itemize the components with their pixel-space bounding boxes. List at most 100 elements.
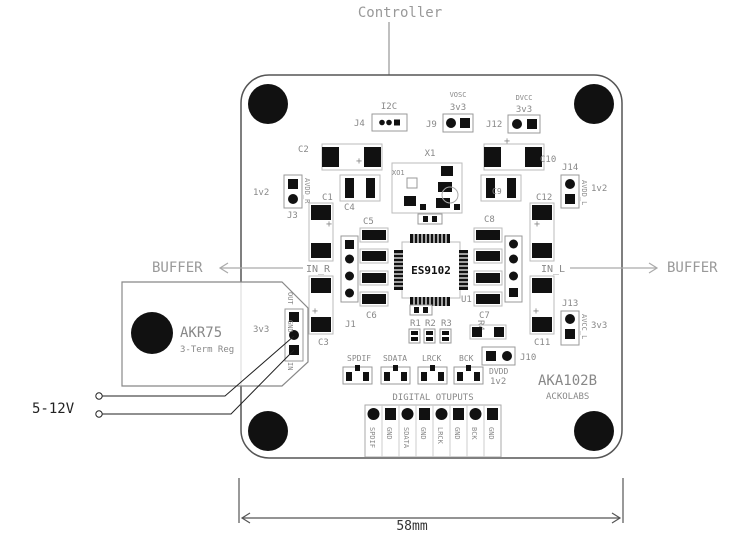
- c6-label: C6: [366, 311, 377, 321]
- j12-label: J12: [486, 120, 502, 130]
- regulator-mount-hole: [131, 312, 173, 354]
- board-maker: ACKOLABS: [546, 392, 589, 402]
- j14-label: J14: [562, 163, 578, 173]
- regulator-voltage: 3v3: [253, 325, 269, 335]
- c9-label: C9: [492, 187, 502, 196]
- c2-label: C2: [298, 145, 309, 155]
- j14-rail: AVDD_L: [580, 180, 588, 205]
- chip-label: ES9102: [411, 264, 451, 277]
- c6-capacitor: [362, 294, 386, 304]
- regulator-desc: 3-Term Reg: [180, 345, 234, 355]
- sdata-label: SDATA: [383, 354, 407, 363]
- pin-label-7: GND: [487, 427, 495, 440]
- j3-rail: AVDD_R: [303, 178, 311, 204]
- reg-gnd-label: GND: [286, 320, 294, 333]
- j9-label: J9: [426, 120, 437, 130]
- u1-label: U1: [461, 295, 472, 305]
- c1-label: C1: [322, 193, 333, 203]
- board-name: AKA102B: [538, 373, 597, 389]
- dvdd-voltage: 1v2: [490, 377, 506, 387]
- pin-label-1: GND: [385, 427, 393, 440]
- dvcc-label: DVCC: [516, 94, 533, 102]
- resistor-r1: [408, 328, 421, 344]
- svg-text:+: +: [312, 306, 318, 317]
- c9-capacitor: [486, 178, 495, 198]
- reg-out-label: OUT: [286, 292, 294, 305]
- j10-label: J10: [520, 353, 536, 363]
- c11-label: C11: [534, 338, 550, 348]
- vosc-label: VOSC: [450, 91, 467, 99]
- es9102-chip: ES9102: [394, 234, 468, 306]
- r1-label: R1: [410, 319, 421, 329]
- sdata-header[interactable]: [380, 365, 411, 385]
- supply-label: 5-12V: [32, 401, 75, 417]
- c10-label: C10: [540, 155, 556, 165]
- mounting-hole-tl: [248, 84, 288, 124]
- c8-capacitor: [476, 230, 500, 240]
- c5-label: C5: [363, 217, 374, 227]
- mounting-hole-br: [574, 411, 614, 451]
- mounting-hole-bl: [248, 411, 288, 451]
- svg-text:+: +: [356, 156, 362, 167]
- pin-label-5: GND: [453, 427, 461, 440]
- lrck-label: LRCK: [422, 354, 441, 363]
- regulator-name: AKR75: [180, 325, 222, 341]
- dvdd-label: DVDD: [489, 367, 508, 376]
- c1-capacitor: [311, 205, 331, 220]
- right-input-header[interactable]: [504, 235, 523, 303]
- c12-capacitor: [532, 205, 552, 220]
- supply-wires: [95, 335, 295, 418]
- pin-label-0: SPDIF: [368, 427, 376, 448]
- lrck-header[interactable]: [417, 365, 448, 385]
- in-r-label: IN_R: [306, 264, 331, 275]
- j13-rail: AVCC_L: [580, 314, 588, 339]
- j1-header[interactable]: [340, 235, 359, 303]
- r2-label: R2: [425, 319, 436, 329]
- digital-outputs-header[interactable]: [364, 404, 502, 458]
- j3-voltage: 1v2: [253, 188, 269, 198]
- resistor-r2: [423, 328, 436, 344]
- c4-label: C4: [344, 203, 355, 213]
- j14-voltage: 1v2: [591, 184, 607, 194]
- c12-label: C12: [536, 193, 552, 203]
- spdif-header[interactable]: [342, 365, 373, 385]
- j3-label: J3: [287, 211, 298, 221]
- resistor-r3: [439, 328, 452, 344]
- bck-header[interactable]: [453, 365, 484, 385]
- xo1-label: XO1: [392, 169, 405, 177]
- buffer-left-label: BUFFER: [152, 260, 203, 276]
- j4-label: J4: [354, 119, 365, 129]
- oscillator-xo1: [391, 162, 463, 214]
- svg-text:+: +: [326, 219, 332, 230]
- buffer-right-arrow: [570, 262, 659, 274]
- dimension-indicator: [238, 478, 624, 524]
- vosc-voltage: 3v3: [450, 103, 466, 113]
- c5-capacitor: [362, 230, 386, 240]
- c7-capacitor: [476, 294, 500, 304]
- spdif-label: SPDIF: [347, 354, 371, 363]
- controller-label: Controller: [358, 5, 442, 21]
- c8-label: C8: [484, 215, 495, 225]
- c3-label: C3: [318, 338, 329, 348]
- c3-capacitor: [311, 317, 331, 332]
- output-pin-labels: SPDIF GND SDATA GND LRCK GND BCK GND: [368, 427, 495, 449]
- c11-capacitor: [532, 317, 552, 332]
- mounting-hole-tr: [574, 84, 614, 124]
- r3-label: R3: [441, 319, 452, 329]
- dimension-label: 58mm: [396, 519, 427, 534]
- pin-label-6: BCK: [470, 427, 478, 440]
- pin-label-4: LRCK: [436, 427, 444, 445]
- x1-label: X1: [425, 149, 436, 159]
- buffer-right-label: BUFFER: [667, 260, 718, 276]
- c10-capacitor: [484, 147, 501, 167]
- reg-in-label: IN: [286, 362, 294, 370]
- j13-label: J13: [562, 299, 578, 309]
- svg-text:+: +: [504, 136, 510, 147]
- pin-label-2: SDATA: [402, 427, 410, 449]
- c2-capacitor: [322, 147, 339, 167]
- pin-label-3: GND: [419, 427, 427, 440]
- dvcc-voltage: 3v3: [516, 105, 532, 115]
- digital-outputs-label: DIGITAL OTUPUTS: [392, 393, 473, 403]
- j13-voltage: 3v3: [591, 321, 607, 331]
